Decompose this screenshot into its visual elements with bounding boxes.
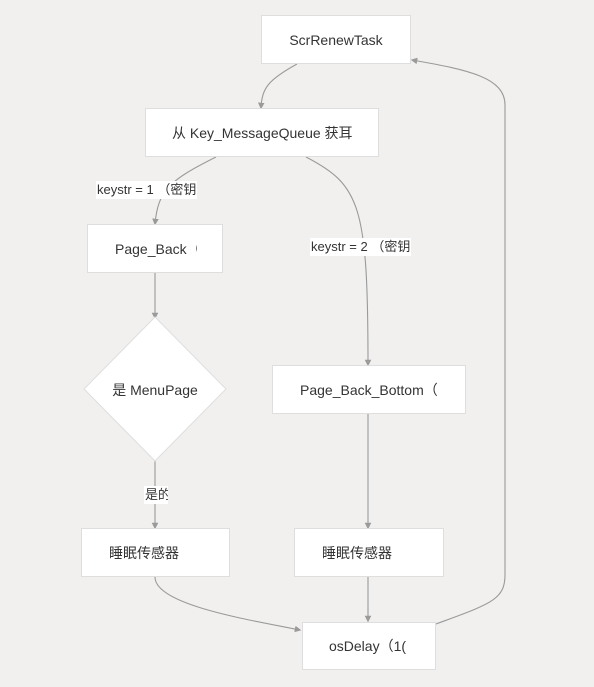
node-is-menupage: 是 MenuPage <box>96 380 214 400</box>
node-sleep-sensor-right-text: 睡眠传感器 <box>322 544 392 561</box>
node-os-delay: osDelay（1( <box>302 622 436 670</box>
node-os-delay-text: osDelay（1( <box>329 638 407 654</box>
edge-label-yes: 是的 <box>144 486 168 504</box>
node-get-from-queue-text: 从 Key_MessageQueue 获耳 <box>172 124 352 141</box>
node-scr-renew-task-text: ScrRenewTask <box>289 31 383 48</box>
node-page-back-text: Page_Back（ <box>115 240 197 257</box>
edge-label-keystr-2: keystr = 2 （密钥 <box>310 238 412 256</box>
node-page-back: Page_Back（ <box>87 224 223 273</box>
edge-sleep-left-to-delay <box>154 576 302 633</box>
node-page-back-bottom: Page_Back_Bottom（ <box>272 365 466 414</box>
node-sleep-sensor-right: 睡眠传感器 <box>294 528 444 577</box>
edge-task-to-queue <box>257 63 298 110</box>
decision-diamond <box>83 316 227 462</box>
node-is-menupage-text: 是 MenuPage <box>112 382 198 398</box>
node-sleep-sensor-left: 睡眠传感器 <box>81 528 230 577</box>
node-scr-renew-task: ScrRenewTask <box>261 15 411 64</box>
node-page-back-bottom-text: Page_Back_Bottom（ <box>300 381 438 398</box>
node-sleep-sensor-left-text: 睡眠传感器 <box>109 544 179 561</box>
edge-label-keystr-1: keystr = 1 （密钥 <box>96 181 198 199</box>
edge-queue-to-pagebackbottom <box>305 156 372 367</box>
edge-delay-to-task <box>410 57 506 625</box>
node-get-from-queue: 从 Key_MessageQueue 获耳 <box>145 108 379 157</box>
